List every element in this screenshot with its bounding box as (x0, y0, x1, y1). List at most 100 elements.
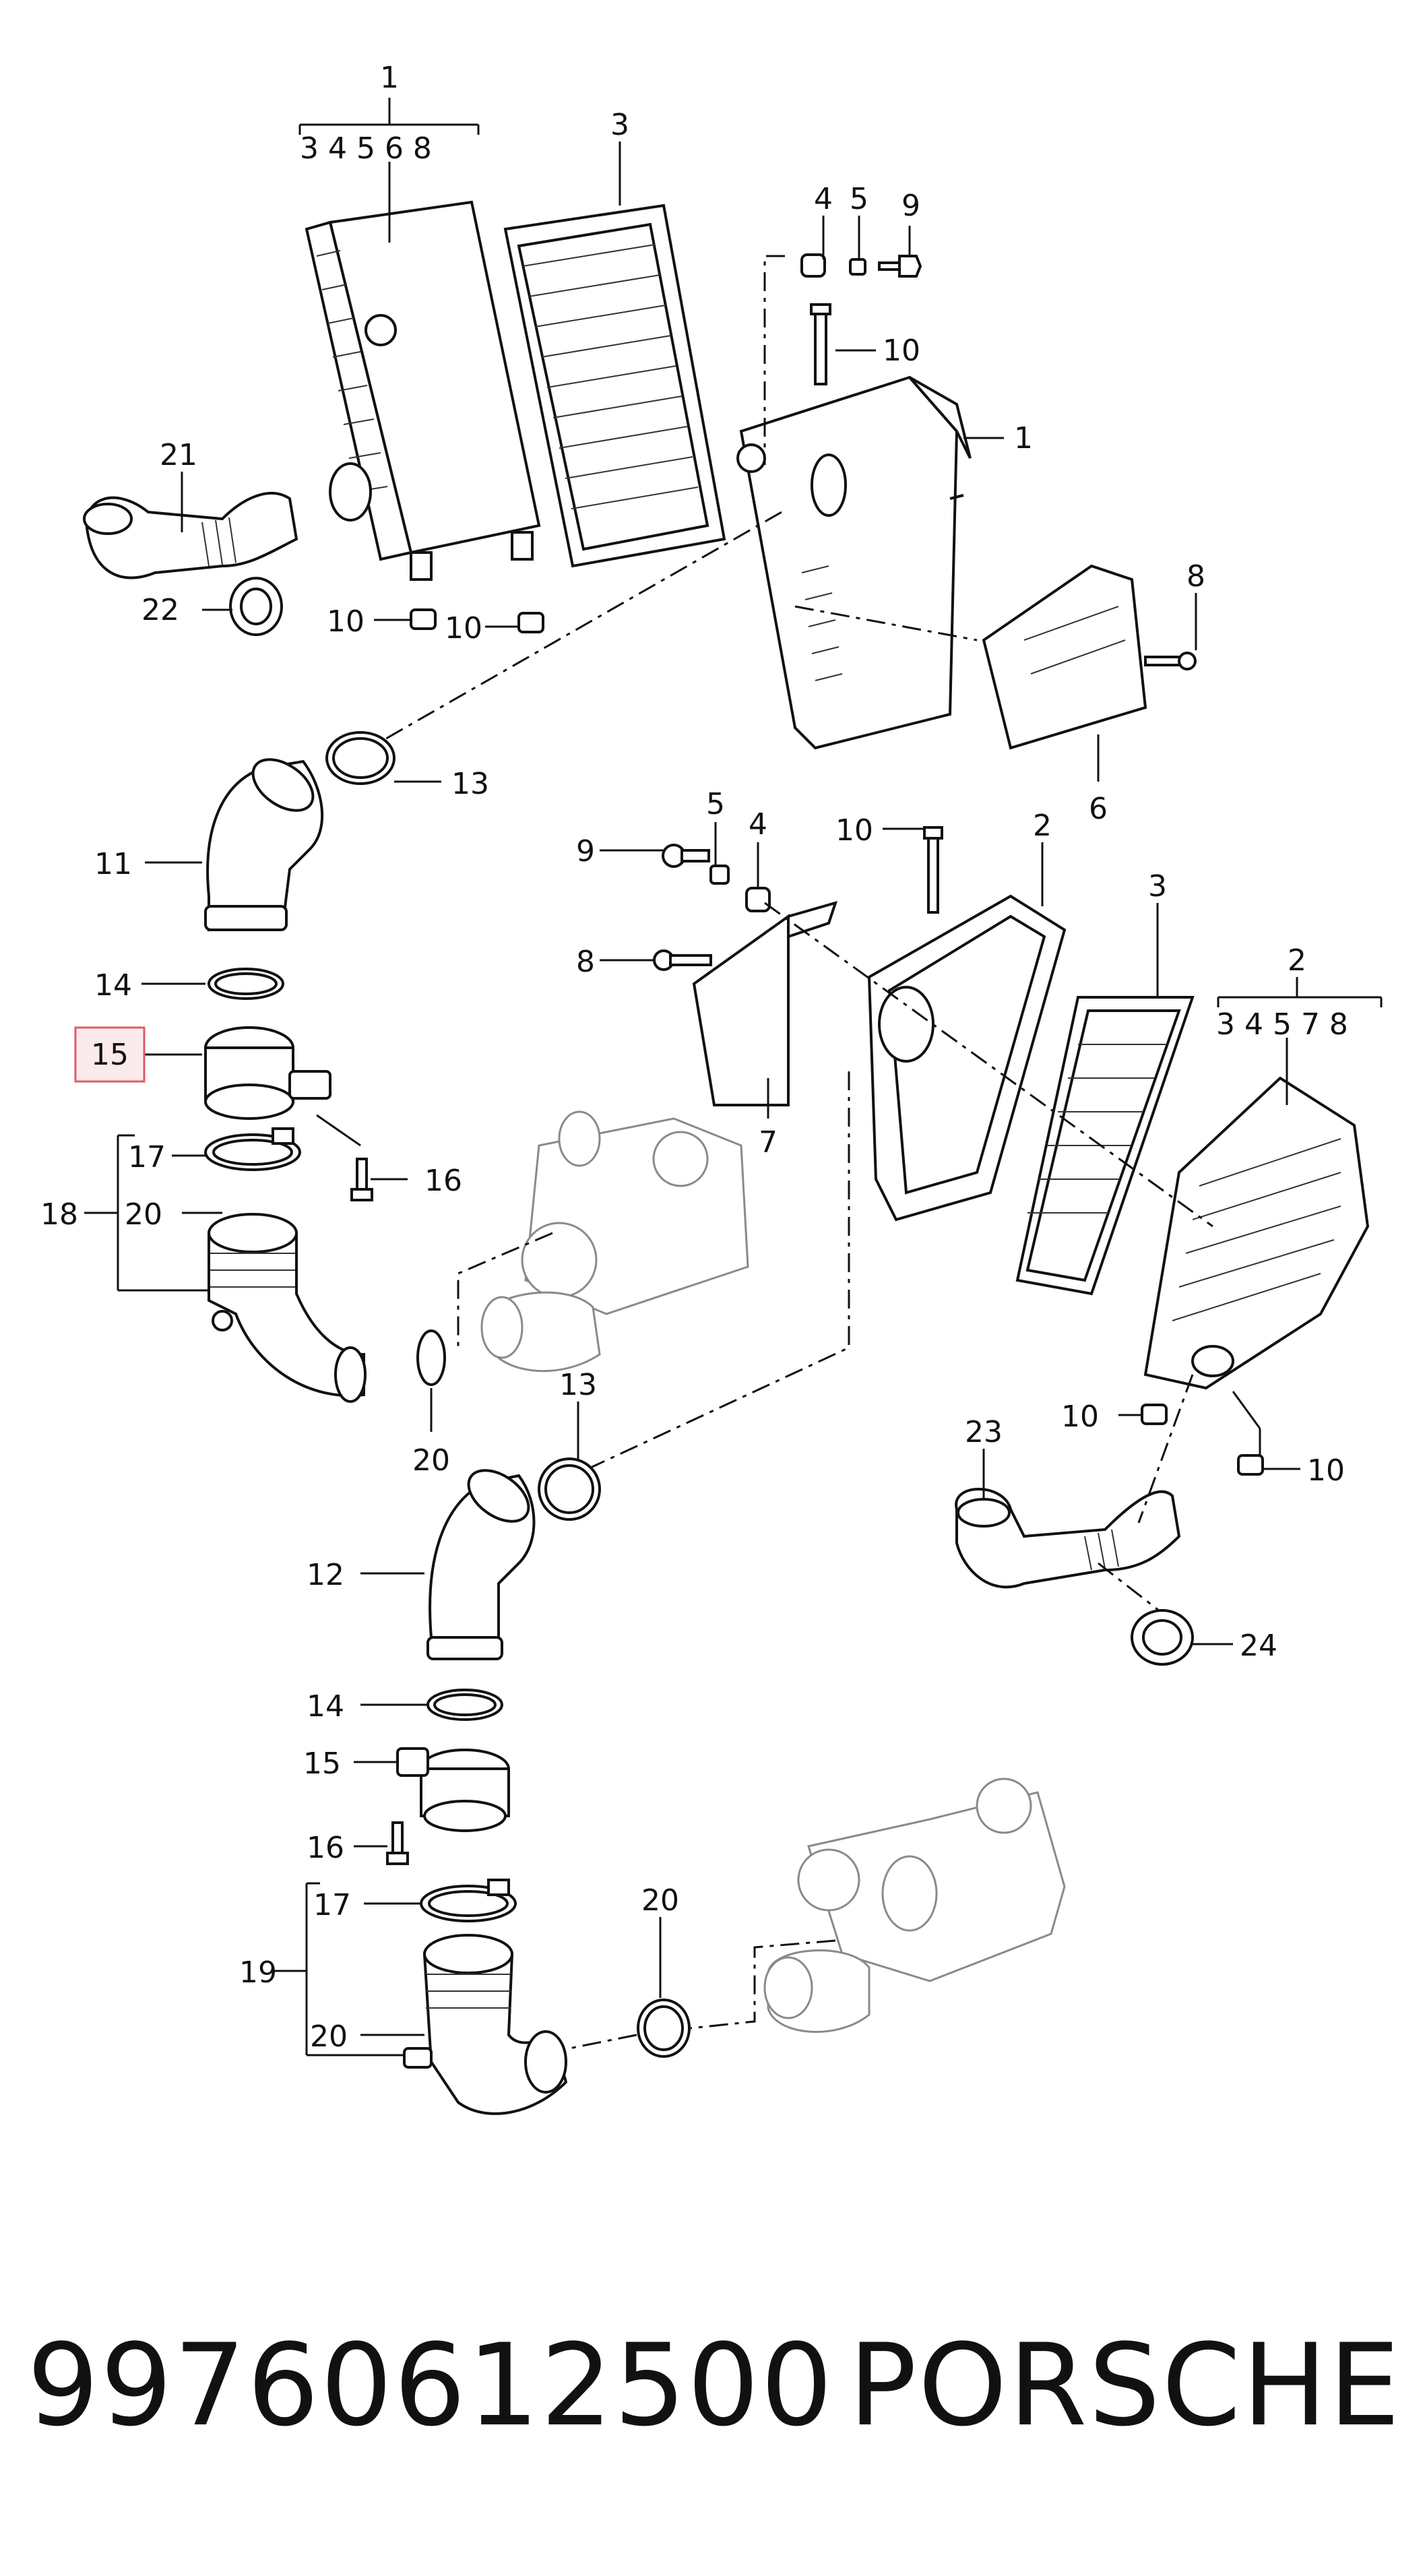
intake-duct-21 (83, 492, 298, 579)
callout-10-grommet-a: 10 (327, 604, 365, 639)
seal-ring-24 (1131, 1609, 1194, 1666)
callout-5-top: 5 (850, 182, 868, 216)
bolt-10-vertical-top (810, 303, 831, 385)
seal-ring-22 (229, 577, 283, 636)
callout-8-top: 8 (1186, 559, 1205, 594)
callout-3-top: 3 (610, 108, 629, 142)
grommet-10-right-a (1141, 1404, 1168, 1425)
hose-clamp-17-top (204, 1127, 301, 1171)
clamp-20-bottom (637, 1999, 691, 2058)
callout-7: 7 (759, 1125, 778, 1160)
routing-line-turbo-right (569, 1939, 836, 2050)
routing-line-housing-to-elbow (363, 511, 782, 753)
turbocharger-left (480, 1110, 749, 1373)
callout-labels: 1 3 4 5 6 8 3 4 5 9 10 1 21 22 10 10 8 6… (40, 61, 1348, 2054)
routing-line-turbo-left (457, 1232, 553, 1348)
callout-17-bottom: 17 (313, 1888, 351, 1922)
oring-13-top (325, 731, 395, 785)
routing-line-mid-vertical (565, 1071, 850, 1480)
spacer-5-mid (709, 865, 730, 885)
callout-21: 21 (160, 438, 197, 472)
callout-17-top: 17 (128, 1140, 166, 1174)
clamp-20-top (416, 1329, 446, 1386)
leader-lines (84, 98, 1383, 2056)
callout-10-grommet-d: 10 (1307, 1453, 1345, 1488)
callout-1-top: 1 (380, 61, 399, 95)
callout-15-highlighted: 15 (91, 1038, 129, 1072)
mass-airflow-sensor-15-bottom (396, 1747, 510, 1832)
callout-15-bottom: 15 (303, 1747, 341, 1781)
intake-hose-20-top (208, 1213, 367, 1403)
callout-24: 24 (1240, 1629, 1277, 1663)
intake-duct-23 (955, 1488, 1181, 1589)
screw-16-top (350, 1158, 373, 1201)
callout-18: 18 (40, 1197, 78, 1232)
callout-10-bolt-mid: 10 (835, 813, 873, 848)
callout-4-top: 4 (814, 182, 833, 216)
callout-16-top: 16 (424, 1164, 462, 1198)
callout-23: 23 (965, 1415, 1003, 1449)
callout-19: 19 (239, 1955, 277, 1990)
callout-22: 22 (141, 593, 179, 627)
air-filter-housing-left (305, 200, 541, 581)
callout-10-grommet-b: 10 (445, 611, 482, 646)
callout-9-top: 9 (901, 189, 920, 223)
bolt-8-mid (653, 949, 712, 971)
callout-20-bottom-hose: 20 (310, 2019, 348, 2054)
air-filter-housing-2-open (867, 894, 1067, 1222)
intake-hose-20-bottom (403, 1934, 568, 2115)
callout-4-mid: 4 (749, 807, 767, 842)
turbocharger-right (763, 1778, 1066, 2033)
grommet-10-right-b (1237, 1454, 1264, 1476)
bolt-10-vertical-mid (923, 826, 943, 914)
grommet-4-mid (745, 887, 771, 912)
air-filter-element-3-right (1015, 996, 1195, 1296)
spacer-5-top (849, 258, 866, 276)
grommet-4-top (800, 253, 826, 278)
caption-bar: 99760612500 PORSCHE (27, 2298, 1401, 2473)
bolt-8-top (1144, 652, 1197, 670)
routing-line-shield (794, 605, 978, 641)
callout-2-housing: 2 (1033, 809, 1052, 843)
mount-bracket-7 (692, 901, 838, 1106)
callout-14-bottom: 14 (307, 1689, 344, 1724)
callout-13-top: 13 (451, 767, 489, 801)
bolt-9-top (878, 255, 922, 278)
intake-elbow-12 (426, 1469, 536, 1660)
brand-name: PORSCHE (848, 2319, 1401, 2451)
callout-9-mid: 9 (576, 834, 595, 869)
callout-12: 12 (307, 1558, 344, 1592)
grommet-10-left-b (517, 612, 544, 633)
callout-14-top: 14 (94, 968, 132, 1003)
callout-16-bottom: 16 (307, 1831, 344, 1865)
kit2-member-list: 3 4 5 7 8 (1216, 1007, 1348, 1042)
mass-airflow-sensor-15-top (204, 1026, 331, 1120)
intake-elbow-11 (204, 758, 324, 932)
callout-3-right: 3 (1148, 869, 1167, 904)
callout-20-top-hose: 20 (125, 1197, 162, 1232)
oring-13-bottom (538, 1457, 601, 1521)
part-number: 99760612500 (27, 2319, 834, 2451)
oring-14-top (208, 968, 284, 1000)
routing-line-top (763, 255, 785, 465)
air-filter-element-left (503, 203, 726, 568)
hose-clamp-17-bottom (420, 1879, 517, 1922)
grommet-10-left-a (410, 608, 437, 630)
oring-14-bottom (426, 1689, 503, 1721)
callout-6: 6 (1089, 792, 1108, 826)
routing-line-duct-23 (1098, 1374, 1194, 1612)
callout-10-bolt-top: 10 (883, 334, 920, 368)
air-filter-cover-2-right (1143, 1076, 1370, 1390)
callout-20-bottom-clamp: 20 (641, 1883, 679, 1918)
bolt-9-mid (662, 844, 710, 868)
callout-10-grommet-c: 10 (1061, 1400, 1099, 1434)
callout-2-cover: 2 (1288, 943, 1306, 978)
callout-20-top-clamp: 20 (412, 1443, 450, 1478)
callout-5-mid: 5 (706, 787, 725, 821)
callout-8-mid: 8 (576, 945, 595, 979)
heat-shield-6 (982, 564, 1147, 750)
highlight-box-part-15 (74, 1026, 146, 1083)
callout-11: 11 (94, 847, 132, 881)
callout-1-housing: 1 (1014, 421, 1033, 455)
air-duct-housing-1 (736, 375, 972, 750)
